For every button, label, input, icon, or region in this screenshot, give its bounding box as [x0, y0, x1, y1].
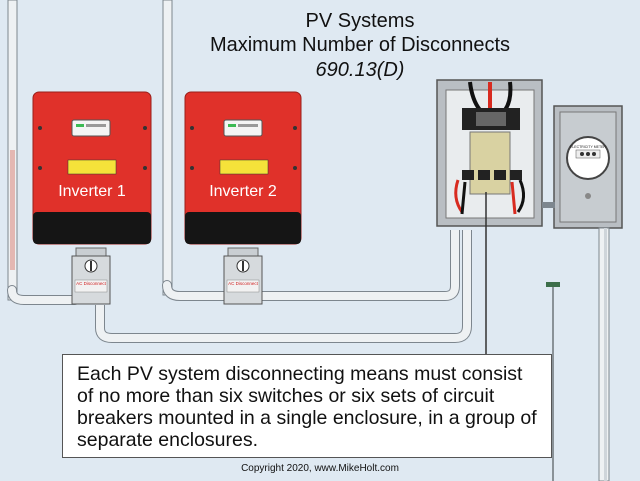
title-line-2: Maximum Number of Disconnects [209, 34, 511, 56]
conduit-vertical-left [7, 0, 18, 301]
code-reference: 690.13(D) [315, 59, 405, 81]
inverter-2 [184, 91, 302, 245]
conduit-disconnect1-to-panel [95, 230, 472, 343]
callout-text: Each PV system disconnecting means must … [77, 363, 537, 451]
ac-disconnect-2: AC Disconnect [223, 247, 263, 305]
service-panel [436, 79, 543, 227]
meter-enclosure: ELECTRICITY METER [553, 105, 623, 229]
ac-disconnect-1: AC Disconnect [71, 247, 111, 305]
meter-brand: ELECTRICITY METER [570, 145, 606, 149]
conduit-vertical-right [162, 0, 173, 296]
callout-box: Each PV system disconnecting means must … [62, 354, 552, 458]
disconnect-2-label-ac: AC Disconnect [228, 281, 259, 286]
title-line-1: PV Systems [305, 10, 415, 32]
ground-clamp [546, 282, 560, 287]
inverter-1-label: Inverter 1 [58, 183, 126, 200]
disconnect-1-label-ac: AC Disconnect [76, 281, 107, 286]
inverter-1 [32, 91, 152, 245]
copyright: Copyright 2020, www.MikeHolt.com [241, 463, 399, 474]
inverter-2-label: Inverter 2 [209, 183, 277, 200]
